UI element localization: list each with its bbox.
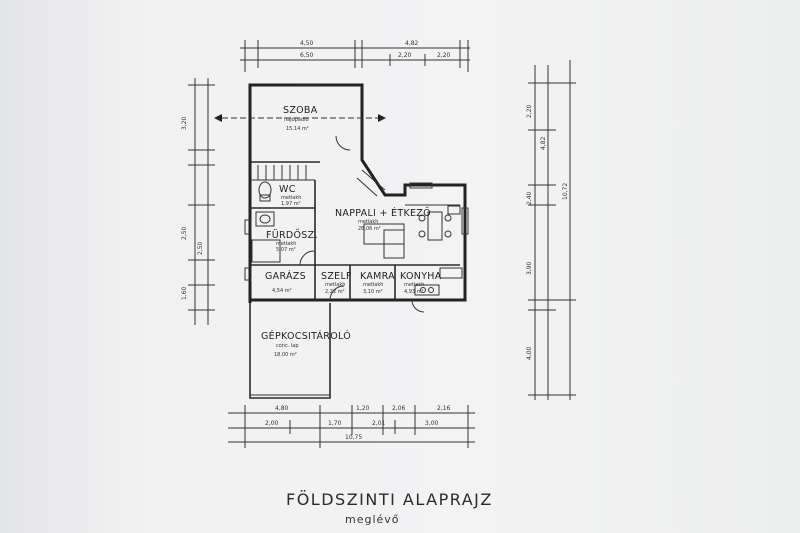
room-szoba-floor: hajópadló xyxy=(284,116,309,123)
bottom-dim-5: 2,00 xyxy=(265,420,279,427)
room-kamra-name: KAMRA xyxy=(360,271,395,282)
room-szelf-floor: metlakh xyxy=(325,282,345,288)
right-dim-2: 4,82 xyxy=(540,136,547,150)
left-dim-2: 2,50 xyxy=(181,226,188,240)
bottom-dimension-lines: 4,80 1,20 2,06 2,16 2,00 1,70 2,01 3,00 … xyxy=(228,405,475,448)
right-dim-3: 2,40 xyxy=(526,191,533,205)
left-dimension-lines: 3,20 2,50 2,50 1,60 xyxy=(181,78,215,325)
right-dimension-lines: 2,20 4,82 2,40 3,90 4,00 10,72 xyxy=(526,60,576,400)
bottom-dim-3: 2,06 xyxy=(392,405,406,412)
bottom-dim-8: 3,00 xyxy=(425,420,439,427)
bottom-dim-2: 1,20 xyxy=(356,405,370,412)
room-szelf-name: SZELF xyxy=(321,271,352,282)
room-gepkocsi-name: GÉPKOCSITÁROLÓ xyxy=(261,330,351,342)
room-konyha-name: KONYHA xyxy=(400,271,442,282)
top-dim-5: 2,20 xyxy=(437,52,451,59)
room-garazs-area: 4,54 m² xyxy=(272,288,292,294)
room-nappali-area: 28,06 m² xyxy=(358,226,381,232)
left-dim-3: 2,50 xyxy=(197,241,204,255)
room-gepkocsi-floor: conc. lap xyxy=(276,343,299,349)
stair xyxy=(250,165,386,197)
room-furdo-area: 5,07 m² xyxy=(276,247,296,253)
room-wc-area: 1,97 m² xyxy=(281,201,301,207)
room-kamra-area: 3,10 m² xyxy=(363,289,383,295)
room-konyha-area: 4,93 m² xyxy=(404,289,424,295)
bottom-dim-1: 4,80 xyxy=(275,405,289,412)
room-nappali-name: NAPPALI + ÉTKEZŐ xyxy=(335,207,431,219)
room-furdo-name: FÜRDŐSZ. xyxy=(266,230,318,241)
right-dim-5: 4,00 xyxy=(526,346,533,360)
walls xyxy=(214,83,469,399)
top-dim-3: 6,50 xyxy=(300,52,314,59)
left-dim-1: 3,20 xyxy=(181,116,188,130)
room-gepkocsi-area: 18,00 m² xyxy=(274,352,297,358)
room-szoba-name: SZOBA xyxy=(283,105,318,116)
room-szoba-area: 15,14 m² xyxy=(286,126,309,132)
room-furdo-floor: metlakh xyxy=(276,241,296,247)
room-wc-name: WC xyxy=(279,184,296,195)
room-garazs-name: GARÁZS xyxy=(265,270,306,282)
right-dim-6: 10,72 xyxy=(562,183,569,200)
left-dim-4: 1,60 xyxy=(181,286,188,300)
bottom-dim-7: 2,01 xyxy=(372,420,386,427)
room-szelf-area: 2,22 m² xyxy=(325,289,345,295)
drawing-subtitle: meglévő xyxy=(345,513,400,526)
room-konyha-floor: metlakh xyxy=(404,282,424,288)
top-dim-2: 4,82 xyxy=(405,40,419,47)
bottom-dim-6: 1,70 xyxy=(328,420,342,427)
drawing-title: FÖLDSZINTI ALAPRAJZ xyxy=(286,490,493,509)
bottom-dim-4: 2,16 xyxy=(437,405,451,412)
room-wc-floor: metlakh xyxy=(281,195,301,201)
right-dim-4: 3,90 xyxy=(526,261,533,275)
bottom-dim-total: 10,75 xyxy=(345,434,362,441)
top-dimension-lines: 4,50 4,82 6,50 2,20 2,20 xyxy=(240,40,470,72)
furniture xyxy=(251,181,463,296)
room-nappali-floor: metlakh xyxy=(358,219,378,225)
room-labels: SZOBA hajópadló 15,14 m² WC metlakh 1,97… xyxy=(261,105,442,358)
top-dim-1: 4,50 xyxy=(300,40,314,47)
top-dim-4: 2,20 xyxy=(398,52,412,59)
room-kamra-floor: metlakh xyxy=(363,282,383,288)
right-dim-1: 2,20 xyxy=(526,104,533,118)
